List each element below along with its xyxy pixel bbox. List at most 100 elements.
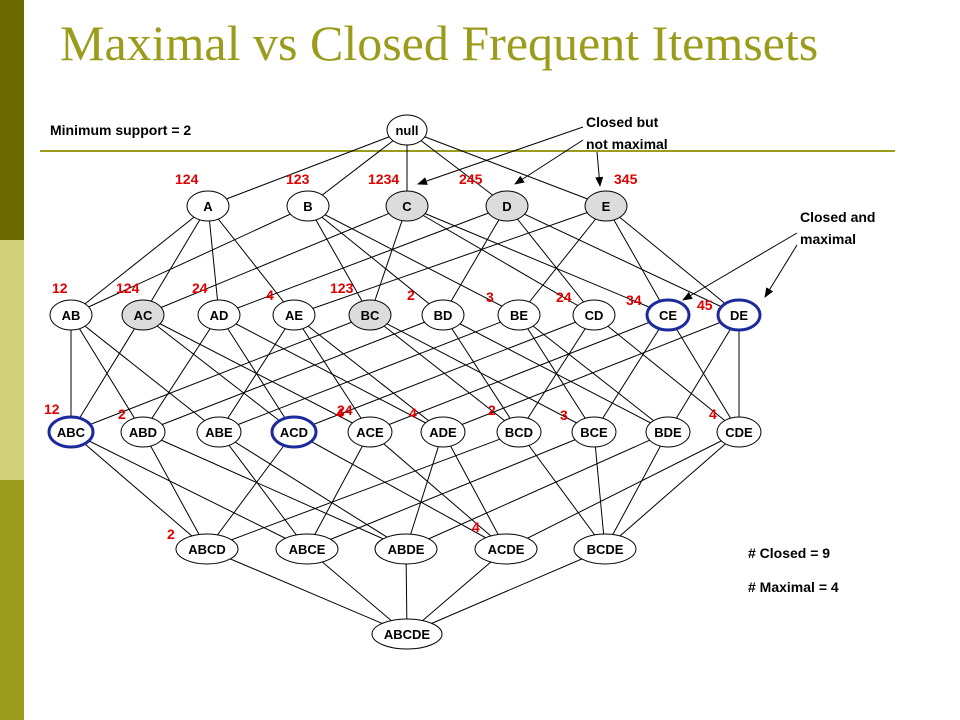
node-cde: CDE 4 bbox=[709, 406, 762, 448]
edge-bcd-abcd bbox=[206, 431, 520, 550]
node-abcde-shape bbox=[371, 618, 443, 650]
edge-acd-abcd bbox=[206, 431, 295, 550]
node-ac-shape bbox=[121, 299, 165, 331]
edge-c-ce bbox=[406, 205, 669, 316]
node-ae-label: AE bbox=[285, 308, 303, 323]
edge-ae-abe bbox=[218, 314, 295, 433]
node-bcd-shape bbox=[496, 416, 542, 448]
edge-e-de bbox=[605, 205, 740, 316]
node-b-shape bbox=[286, 190, 330, 222]
node-bd-label: BD bbox=[434, 308, 453, 323]
edge-e-ae bbox=[293, 205, 607, 316]
closed-not-maximal-line-2: not maximal bbox=[586, 136, 668, 152]
edge-bc-bce bbox=[369, 314, 595, 433]
node-a-transaction-ids: 124 bbox=[175, 171, 199, 187]
edge-a-ac bbox=[142, 205, 209, 316]
edge-acde-abcde bbox=[406, 548, 507, 635]
node-be: BE3 bbox=[486, 289, 541, 331]
node-a-label: A bbox=[203, 199, 213, 214]
edge-ad-abd bbox=[142, 314, 220, 433]
edge-null-a bbox=[207, 129, 408, 207]
lattice-edges bbox=[70, 129, 740, 635]
sidebar-bar-top bbox=[0, 0, 24, 240]
edge-abd-abcd bbox=[142, 431, 208, 550]
node-cde-label: CDE bbox=[725, 425, 753, 440]
edge-abce-abcde bbox=[306, 548, 408, 635]
node-be-shape bbox=[497, 299, 541, 331]
arrow-to-ce bbox=[682, 232, 798, 301]
node-abd-shape bbox=[120, 416, 166, 448]
node-ace-label: ACE bbox=[356, 425, 384, 440]
edge-c-cd bbox=[406, 205, 595, 316]
node-null-label: null bbox=[395, 123, 418, 138]
edge-bd-abd bbox=[142, 314, 444, 433]
edge-a-ad bbox=[207, 205, 220, 316]
edge-abcd-abcde bbox=[206, 548, 408, 635]
node-bce-shape bbox=[571, 416, 617, 448]
node-ae: AE4 bbox=[266, 287, 316, 331]
node-bd-shape bbox=[421, 299, 465, 331]
node-abe-label: ABE bbox=[205, 425, 233, 440]
node-null: null bbox=[386, 114, 428, 146]
node-acde-shape bbox=[474, 533, 538, 565]
edge-ace-acde bbox=[369, 431, 507, 550]
edge-ab-abe bbox=[70, 314, 220, 433]
node-bde-label: BDE bbox=[654, 425, 682, 440]
arrow-to-d bbox=[514, 139, 584, 185]
node-ce-label: CE bbox=[659, 308, 677, 323]
node-ade-label: ADE bbox=[429, 425, 457, 440]
node-d-label: D bbox=[502, 199, 511, 214]
edge-cd-bcd bbox=[518, 314, 595, 433]
edge-bcd-bcde bbox=[518, 431, 606, 550]
node-d-transaction-ids: 245 bbox=[459, 171, 483, 187]
edge-a-ae bbox=[207, 205, 295, 316]
node-cd-shape bbox=[572, 299, 616, 331]
node-bc-shape bbox=[348, 299, 392, 331]
edge-d-bd bbox=[442, 205, 508, 316]
node-abce-label: ABCE bbox=[289, 542, 326, 557]
node-de-label: DE bbox=[730, 308, 748, 323]
node-ce-transaction-ids: 34 bbox=[626, 292, 642, 308]
minimum-support-label: Minimum support = 2 bbox=[50, 122, 191, 138]
edge-d-cd bbox=[506, 205, 595, 316]
node-acd-label: ACD bbox=[280, 425, 308, 440]
node-acde-transaction-ids: 4 bbox=[472, 519, 480, 535]
node-abcd-shape bbox=[175, 533, 239, 565]
node-abde-shape bbox=[374, 533, 438, 565]
node-bcd-transaction-ids: 2 bbox=[488, 402, 496, 418]
node-abd-label: ABD bbox=[129, 425, 157, 440]
node-abcd-label: ABCD bbox=[188, 542, 226, 557]
node-c-label: C bbox=[402, 199, 412, 214]
edge-acd-acde bbox=[293, 431, 507, 550]
arrow-to-e bbox=[595, 151, 604, 187]
edge-null-b bbox=[307, 129, 408, 207]
node-be-transaction-ids: 3 bbox=[486, 289, 494, 305]
edge-c-bc bbox=[369, 205, 408, 316]
edge-bd-bde bbox=[442, 314, 669, 433]
edge-ce-bce bbox=[593, 314, 669, 433]
node-c-transaction-ids: 1234 bbox=[368, 171, 399, 187]
edge-be-bde bbox=[518, 314, 669, 433]
closed-maximal-line-2: maximal bbox=[800, 231, 856, 247]
edge-be-abe bbox=[218, 314, 520, 433]
edge-null-d bbox=[406, 129, 508, 207]
edge-ade-abde bbox=[405, 431, 444, 550]
node-cde-shape bbox=[716, 416, 762, 448]
node-abd-transaction-ids: 2 bbox=[118, 406, 126, 422]
node-abc-transaction-ids: 12 bbox=[44, 401, 60, 417]
node-de-transaction-ids: 45 bbox=[697, 297, 713, 313]
edge-b-bd bbox=[307, 205, 444, 316]
node-bce-label: BCE bbox=[580, 425, 608, 440]
slide-title: Maximal vs Closed Frequent Itemsets bbox=[60, 15, 819, 71]
node-ace-transaction-ids: 4 bbox=[336, 405, 344, 421]
node-cde-transaction-ids: 4 bbox=[709, 406, 717, 422]
edge-abe-abde bbox=[218, 431, 407, 550]
